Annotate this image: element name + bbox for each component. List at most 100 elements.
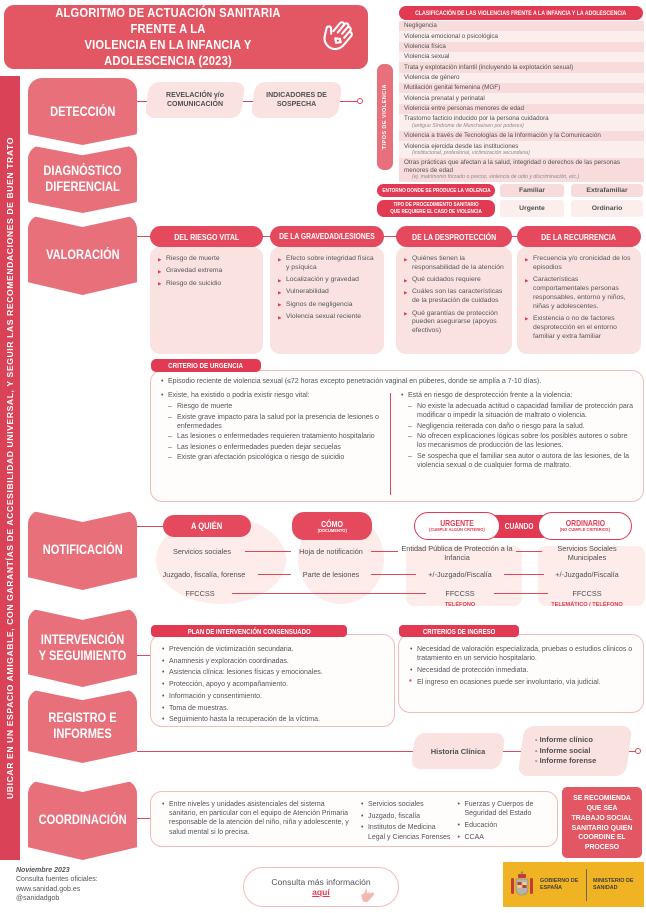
connector-line — [137, 818, 150, 820]
como-sublabel: (DOCUMENTO) — [317, 527, 347, 533]
connector-line — [371, 574, 416, 576]
footer-date-text: Noviembre 2023 — [16, 867, 70, 874]
valoracion-item: Signos de negligencia — [278, 301, 377, 310]
violence-type: Otras prácticas que afectan a la salud, … — [404, 159, 620, 174]
ministerio-text: MINISTERIO DE SANIDAD — [593, 878, 634, 891]
recomendacion-text: SE RECOMIENDA QUE SEA TRABAJO SOCIAL SAN… — [571, 792, 633, 852]
criterio-divider — [390, 393, 392, 495]
government-logo: GOBIERNO DE ESPAÑA MINISTERIO DE SANIDAD — [503, 862, 644, 907]
valoracion-header-recurrencia: DE LA RECURRENCIA — [517, 226, 641, 247]
notif-text: Hoja de notificación — [299, 547, 363, 556]
criterio-header-label: CRITERIO DE URGENCIA — [168, 361, 244, 370]
valoracion-text: Vulnerabilidad — [286, 288, 329, 296]
urgente-label: URGENTE — [440, 519, 474, 529]
urgente-sublabel: (CUMPLE ALGÚN CRITERIO) — [429, 527, 485, 533]
valoracion-box-riesgo-vital: Riesgo de muerte Gravedad extrema Riesgo… — [150, 247, 263, 354]
violence-type-row: Violencia ejercida desde las institucion… — [399, 141, 644, 158]
notif-text: Parte de lesiones — [302, 570, 360, 579]
plan-text: Toma de muestras. — [169, 704, 229, 712]
plan-text: Información y consentimiento. — [169, 692, 262, 700]
historia-clinica-box: Historia Clínica — [410, 733, 506, 769]
valoracion-item: Existencia o no de factores desprotecció… — [525, 315, 634, 341]
stage-notificacion: NOTIFICACIÓN — [28, 510, 137, 590]
plan-text: Seguimiento hasta la recuperación de la … — [169, 716, 320, 724]
notif-cell: +/-Juzgado/Fiscalía — [544, 570, 630, 579]
violence-type-row: Violencia emocional o psicológica — [399, 31, 644, 42]
notif-cell: Juzgado, fiscalía, forense — [150, 570, 258, 579]
ingreso-note-text: El ingreso en ocasiones puede ser involu… — [417, 678, 601, 686]
entorno-familiar-cell: Familiar — [500, 184, 564, 197]
connector-line — [245, 551, 291, 553]
violence-type: Violencia ejercida desde las institucion… — [404, 142, 519, 150]
valoracion-item: Qué garantías de protección pueden asegu… — [404, 310, 505, 336]
coordinacion-item: CCAA — [457, 833, 552, 842]
criterio-text: Riesgo de muerte — [177, 402, 233, 410]
valoracion-text: Riesgo de suicidio — [166, 279, 222, 287]
coordinacion-box: Entre niveles y unidades asistenciales d… — [150, 791, 558, 847]
ordinario-sublabel: (NO CUMPLE CRITERIOS) — [559, 527, 611, 533]
stage-label: DETECCIÓN — [49, 103, 116, 119]
clasificacion-header-label: CLASIFICACIÓN DE LAS VIOLENCIAS FRENTE A… — [415, 9, 627, 17]
footer-credits: Noviembre 2023 Consulta fuentes oficiale… — [16, 866, 98, 904]
connector-line — [137, 526, 163, 528]
ingreso-header-label: CRITERIOS DE INGRESO — [422, 626, 496, 636]
connector-line — [504, 574, 544, 576]
como-header: CÓMO (DOCUMENTO) — [292, 512, 372, 540]
coordinacion-item: Fuerzas y Cuerpos de Seguridad del Estad… — [457, 800, 552, 818]
valoracion-text: Características comportamentales persona… — [533, 276, 626, 310]
ingreso-item: Necesidad de valoración especializada, p… — [409, 645, 635, 663]
coordinacion-item: Juzgado, fiscalía — [360, 812, 451, 821]
coordinacion-item: Institutos de Medicina Legal y Ciencias … — [360, 823, 451, 841]
coordinacion-text: Juzgado, fiscalía — [367, 812, 421, 820]
ingreso-text: Necesidad de protección inmediata. — [417, 666, 529, 674]
notif-text: +/-Juzgado/Fiscalía — [555, 570, 619, 579]
page-title: ALGORITMO DE ACTUACIÓN SANITARIA FRENTE … — [18, 5, 318, 70]
violence-type-row: Violencia entre personas menores de edad — [399, 103, 644, 114]
footer-text: Consulta fuentes oficiales: — [16, 876, 98, 884]
valoracion-item: Gravedad extrema — [158, 267, 256, 276]
ingreso-text: Necesidad de valoración especializada, p… — [417, 646, 633, 663]
connector-dot — [357, 98, 363, 104]
violence-type: Violencia física — [404, 43, 446, 51]
revelacion-label: REVELACIÓN y/o COMUNICACIÓN — [166, 91, 224, 108]
violence-type-row: Otras prácticas que afectan a la salud, … — [399, 157, 644, 183]
ingreso-note: El ingreso en ocasiones puede ser involu… — [409, 678, 635, 687]
criterio-text: No existe la adecuada actitud o capacida… — [417, 402, 633, 420]
criterio-text: Las lesiones o enfermedades requieren tr… — [177, 433, 375, 441]
valoracion-item: Vulnerabilidad — [278, 288, 377, 297]
valoracion-item: Riesgo de muerte — [158, 255, 256, 264]
stage-coordinacion: COORDINACIÓN — [28, 780, 137, 860]
criterio-item: Las lesiones o enfermedades requieren tr… — [168, 432, 382, 441]
more-info-link[interactable]: aquí — [312, 887, 330, 897]
plan-text: Asistencia clínica: lesiones físicas y e… — [169, 669, 323, 677]
connector-dot — [635, 748, 641, 754]
valoracion-text: Violencia sexual reciente — [286, 313, 362, 321]
violence-type: Violencia a través de Tecnologías de la … — [404, 132, 601, 140]
coordinacion-item: Servicios sociales — [360, 800, 451, 809]
notif-cell: FFCCSS — [168, 589, 232, 598]
logo-divider — [586, 868, 587, 901]
more-info-text: Consulta más información — [271, 877, 371, 887]
criterio-text: Se sospecha que el familiar sea autor o … — [417, 452, 630, 469]
left-vertical-banner: UBICAR EN UN ESPACIO AMIGABLE, CON GARAN… — [0, 76, 20, 860]
pointer-hand-icon — [361, 887, 375, 903]
footer-social: @sanidadgob — [16, 894, 98, 903]
connector-line — [629, 751, 637, 753]
stage-label: NOTIFICACIÓN — [42, 542, 123, 558]
connector-line — [258, 574, 291, 576]
procedimiento-ordinario-cell: Ordinario — [571, 200, 643, 217]
stage-diagnostico-diferencial: DIAGNÓSTICO DIFERENCIAL — [28, 145, 137, 213]
connector-line — [494, 593, 548, 595]
gobierno-label: GOBIERNO DE ESPAÑA — [540, 878, 580, 891]
connector-line — [232, 593, 426, 595]
footer-website: www.sanidad.gob.es — [16, 885, 98, 894]
revelacion-box: REVELACIÓN y/o COMUNICACIÓN — [144, 82, 246, 118]
criterio-item: No ofrecen explicaciones lógicas sobre l… — [408, 432, 636, 450]
stage-label: REGISTRO E INFORMES — [48, 710, 117, 741]
valoracion-item: Quiénes tienen la responsabilidad de la … — [404, 255, 505, 273]
valoracion-text: Riesgo de muerte — [166, 255, 220, 262]
ordinario-channel-text: TELEMÁTICO / TELÉFONO — [551, 602, 623, 608]
connector-line — [137, 751, 413, 753]
violence-type: Violencia emocional o psicológica — [404, 32, 499, 40]
procedimiento-header: TIPO DE PROCEDIMIENTO SANITARIO QUE REQU… — [377, 200, 495, 217]
